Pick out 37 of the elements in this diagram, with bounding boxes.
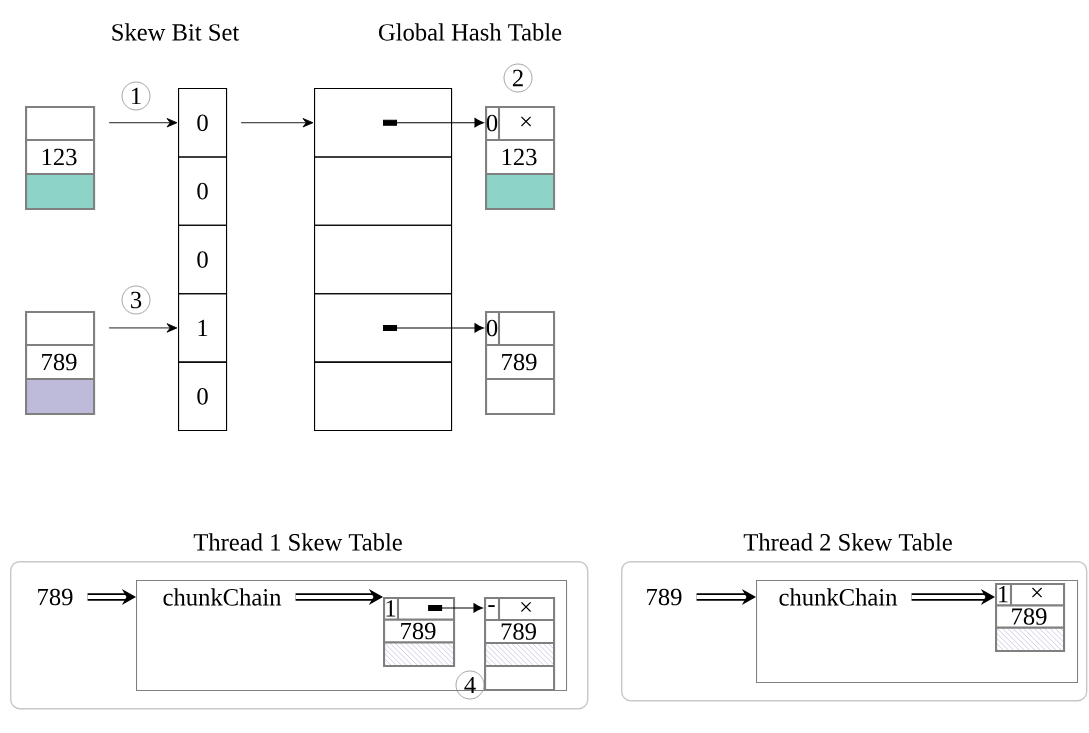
record-box: 0 × 123 [485, 106, 556, 211]
record-box: 1 789 [383, 597, 456, 668]
table-cell [314, 156, 453, 226]
step-number: 4 [455, 670, 485, 700]
table-cell [314, 361, 453, 432]
arrow [108, 118, 178, 128]
record-box: - × 789 [484, 597, 556, 692]
table-cell: 0 [178, 361, 228, 432]
heading: Thread 1 Skew Table [193, 533, 402, 551]
key-label: 789 [647, 588, 682, 606]
table-cell: 0 [178, 88, 228, 158]
heading: Thread 2 Skew Table [743, 533, 952, 551]
table-cell [314, 88, 453, 158]
table-cell [314, 224, 453, 295]
step-number: 2 [503, 63, 533, 93]
key-label: 789 [38, 588, 73, 606]
heading: Global Hash Table [378, 23, 562, 41]
pointer-arrow [428, 603, 483, 613]
record-box: 123 [25, 106, 96, 211]
table-cell: 0 [178, 224, 228, 295]
record-box: 0 789 [485, 311, 556, 416]
key-label: chunkChain [779, 588, 898, 606]
table-cell: 0 [178, 156, 228, 226]
heading: Skew Bit Set [112, 23, 240, 41]
chain-box [136, 580, 568, 692]
pointer-arrow [383, 323, 484, 333]
table-cell: 1 [178, 293, 228, 363]
key-label: chunkChain [163, 588, 282, 606]
table-cell [314, 293, 453, 363]
record-box: 1 × 789 [995, 583, 1066, 653]
chain-box [756, 580, 1079, 684]
pointer-arrow [383, 118, 484, 128]
step-number: 3 [121, 285, 151, 315]
arrow [108, 323, 178, 333]
arrow [240, 118, 314, 128]
step-number: 1 [121, 81, 151, 111]
record-box: 789 [25, 311, 96, 416]
